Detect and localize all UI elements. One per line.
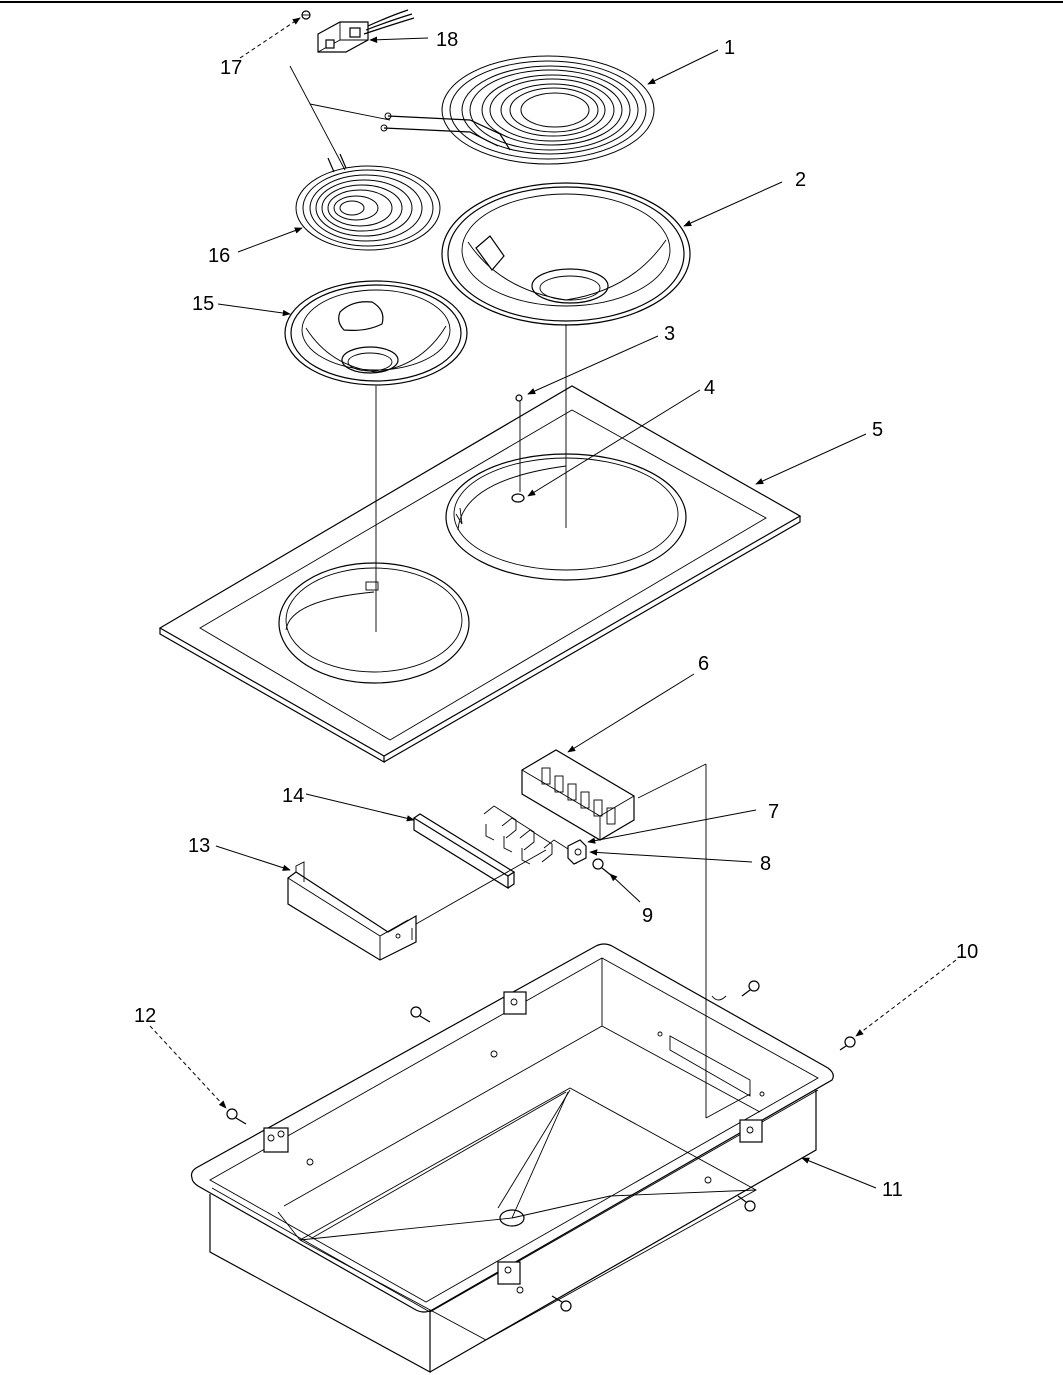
small-drip-pan xyxy=(284,280,468,386)
terminal-block-receptacle xyxy=(317,9,415,53)
callout-10: 10 xyxy=(956,941,978,963)
callout-1: 1 xyxy=(724,37,735,59)
callout-13: 13 xyxy=(188,835,210,857)
assembly-line xyxy=(415,849,547,925)
bracket xyxy=(287,861,417,961)
callout-8: 8 xyxy=(760,853,771,875)
wire-line xyxy=(289,65,346,171)
callout-7: 7 xyxy=(768,801,779,823)
nut-8 xyxy=(567,839,587,865)
assembly-line xyxy=(637,763,707,799)
callout-14: 14 xyxy=(282,785,304,807)
screw-17 xyxy=(301,10,311,20)
screw xyxy=(551,1295,572,1312)
callout-9: 9 xyxy=(642,905,653,927)
burner-box xyxy=(190,943,834,1374)
callout-leaders xyxy=(149,17,957,1189)
screw xyxy=(741,980,760,997)
cooktop-top xyxy=(158,385,802,764)
callout-15: 15 xyxy=(192,293,214,315)
callout-2: 2 xyxy=(795,169,806,191)
large-surface-element xyxy=(380,55,655,165)
screw-12 xyxy=(226,1108,247,1125)
callout-18: 18 xyxy=(436,29,458,51)
shield-plate xyxy=(412,813,516,890)
screw xyxy=(410,1006,431,1023)
small-surface-element xyxy=(295,153,441,251)
callout-11: 11 xyxy=(882,1179,903,1201)
callout-4: 4 xyxy=(704,377,715,399)
screw-10 xyxy=(839,1036,856,1051)
screw-9 xyxy=(592,858,613,877)
callout-16: 16 xyxy=(208,245,230,267)
callout-6: 6 xyxy=(698,653,709,675)
assembly-line xyxy=(705,1093,751,1119)
screw-3 xyxy=(515,394,523,402)
terminal-block xyxy=(521,749,635,841)
wire-line xyxy=(309,103,391,121)
callout-labels: 1 2 3 4 5 6 7 8 9 10 11 12 13 14 15 16 1… xyxy=(134,29,978,1201)
large-drip-pan xyxy=(441,182,691,326)
screw xyxy=(737,1195,756,1212)
callout-5: 5 xyxy=(872,419,883,441)
callout-3: 3 xyxy=(664,323,675,345)
callout-17: 17 xyxy=(220,57,242,79)
callout-12: 12 xyxy=(134,1005,156,1027)
